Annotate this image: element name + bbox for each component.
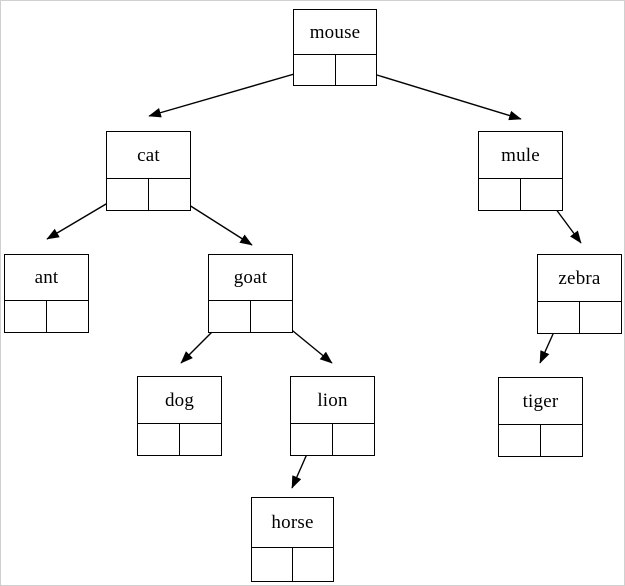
tree-node-cat[interactable]: cat [106,131,191,211]
node-left-pointer-lion[interactable] [291,424,333,455]
node-label-mouse: mouse [309,21,361,43]
tree-node-lion[interactable]: lion [290,376,375,456]
node-left-pointer-mule[interactable] [479,179,521,210]
node-right-pointer-ant[interactable] [47,301,88,332]
node-label-lion: lion [317,389,348,411]
node-right-pointer-dog[interactable] [180,424,221,455]
edge-mouse-to-mule [353,67,522,121]
tree-node-goat[interactable]: goat [208,254,293,333]
node-pointers-zebra [538,301,621,333]
tree-node-tiger[interactable]: tiger [498,377,583,457]
node-pointers-tiger [499,424,582,456]
node-pointers-horse [252,547,333,581]
node-right-pointer-lion[interactable] [333,424,374,455]
node-label-mule: mule [501,144,540,166]
node-pointers-lion [291,423,374,455]
node-label-ant: ant [34,267,59,288]
node-left-pointer-ant[interactable] [5,301,47,332]
node-left-pointer-mouse[interactable] [294,55,336,85]
tree-node-mouse[interactable]: mouse [293,9,377,86]
node-pointers-dog [138,423,221,455]
node-right-pointer-mule[interactable] [521,179,562,210]
node-label-zebra: zebra [558,267,601,289]
node-pointers-cat [107,178,190,210]
node-left-pointer-zebra[interactable] [538,302,580,333]
node-right-pointer-mouse[interactable] [336,55,377,85]
node-label-tiger: tiger [522,390,559,412]
tree-node-ant[interactable]: ant [4,254,89,333]
node-left-pointer-tiger[interactable] [499,425,541,456]
node-left-pointer-cat[interactable] [107,179,149,210]
node-label-dog: dog [164,389,195,411]
node-right-pointer-cat[interactable] [149,179,190,210]
node-pointers-mule [479,178,562,210]
node-label-cat: cat [137,144,160,166]
tree-node-dog[interactable]: dog [137,376,222,456]
node-pointers-mouse [294,54,376,85]
node-label-horse: horse [271,512,314,533]
node-label-goat: goat [233,267,268,288]
node-right-pointer-horse[interactable] [293,548,333,581]
node-left-pointer-horse[interactable] [252,548,293,581]
tree-node-zebra[interactable]: zebra [537,254,622,334]
tree-node-horse[interactable]: horse [251,497,334,582]
node-right-pointer-goat[interactable] [251,301,292,332]
node-pointers-goat [209,300,292,332]
tree-node-mule[interactable]: mule [478,131,563,211]
node-left-pointer-dog[interactable] [138,424,180,455]
node-pointers-ant [5,300,88,332]
node-left-pointer-goat[interactable] [209,301,251,332]
node-right-pointer-tiger[interactable] [541,425,582,456]
edge-mouse-to-cat [148,67,316,118]
node-right-pointer-zebra[interactable] [580,302,621,333]
